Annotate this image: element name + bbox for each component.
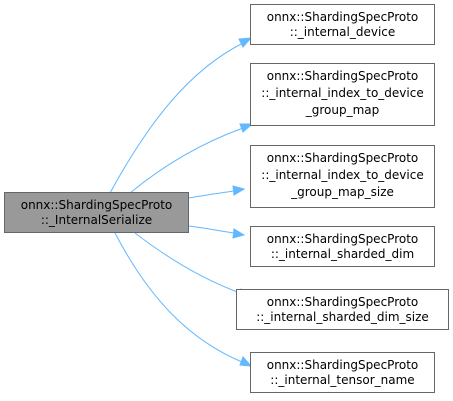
edge-to-internal-index-to-device-group-map xyxy=(129,127,244,194)
target-node-line: onnx::ShardingSpecProto xyxy=(267,358,419,372)
target-node-line: onnx::ShardingSpecProto xyxy=(267,232,419,246)
arrow-to-internal-tensor-name xyxy=(239,356,253,367)
target-node-line: _group_map xyxy=(305,103,380,117)
edges xyxy=(109,37,254,367)
edge-to-internal-tensor-name xyxy=(114,232,243,363)
edge-to-internal-index-to-device-group-map-size xyxy=(188,190,235,199)
target-node-box xyxy=(250,145,435,208)
target-node-line: ::_internal_index_to_device xyxy=(261,86,423,100)
target-node-line: ::_internal_sharded_dim xyxy=(271,247,414,261)
edge-to-internal-device xyxy=(109,42,244,194)
source-node-box xyxy=(4,192,189,233)
target-node-line: ::_internal_sharded_dim_size xyxy=(256,310,429,324)
target-node-internal-device[interactable]: onnx::ShardingSpecProto ::_internal_devi… xyxy=(250,4,435,45)
target-node-box xyxy=(250,352,435,393)
target-node-line: ::_internal_index_to_device xyxy=(261,168,423,182)
target-node-line: _group_map_size xyxy=(290,185,394,199)
target-node-line: ::_internal_tensor_name xyxy=(270,373,414,387)
edge-to-internal-sharded-dim xyxy=(188,225,235,234)
source-node-line-1: onnx::ShardingSpecProto xyxy=(21,198,173,212)
target-node-internal-sharded-dim-size[interactable]: onnx::ShardingSpecProto ::_internal_shar… xyxy=(236,289,449,330)
target-node-box xyxy=(250,63,435,126)
target-node-internal-sharded-dim[interactable]: onnx::ShardingSpecProto ::_internal_shar… xyxy=(250,226,435,267)
source-node-line-2: ::_InternalSerialize xyxy=(41,213,152,227)
target-node-line: onnx::ShardingSpecProto xyxy=(267,10,419,24)
target-node-line: ::_internal_device xyxy=(290,25,396,39)
arrow-to-internal-index-to-device-group-map-size xyxy=(232,185,246,196)
arrow-to-internal-device xyxy=(238,37,253,48)
arrow-to-internal-sharded-dim xyxy=(232,228,246,239)
target-node-box xyxy=(250,4,435,45)
target-node-line: onnx::ShardingSpecProto xyxy=(267,295,419,309)
target-node-internal-index-to-device-group-map[interactable]: onnx::ShardingSpecProto ::_internal_inde… xyxy=(250,63,435,126)
target-node-line: onnx::ShardingSpecProto xyxy=(267,151,419,165)
source-node[interactable]: onnx::ShardingSpecProto ::_InternalSeria… xyxy=(4,192,189,233)
target-node-line: onnx::ShardingSpecProto xyxy=(267,69,419,83)
arrow-to-internal-index-to-device-group-map xyxy=(239,123,254,133)
target-node-box xyxy=(250,226,435,267)
target-node-internal-index-to-device-group-map-size[interactable]: onnx::ShardingSpecProto ::_internal_inde… xyxy=(250,145,435,208)
target-node-internal-tensor-name[interactable]: onnx::ShardingSpecProto ::_internal_tens… xyxy=(250,352,435,393)
target-node-box xyxy=(236,289,449,330)
edge-to-internal-sharded-dim-size xyxy=(134,232,241,294)
